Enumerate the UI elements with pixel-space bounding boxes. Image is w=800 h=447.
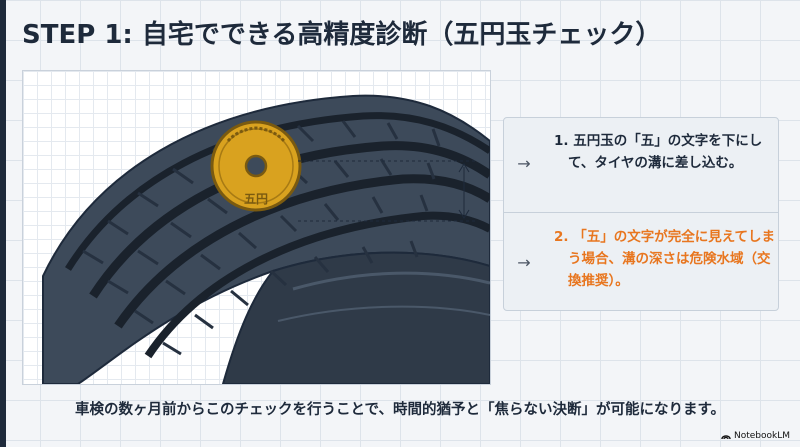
five-yen-coin: 五円 (210, 120, 302, 212)
arrow-icon: → (517, 154, 531, 173)
tire-groove-3 (114, 174, 490, 329)
left-edge-bar (0, 0, 6, 447)
brand-label: NotebookLM (733, 431, 790, 441)
steps-divider (504, 212, 778, 213)
slide-title: STEP 1: 自宅でできる高精度診断（五円玉チェック） (22, 20, 662, 50)
step-2: → 2. 「五」の文字が完全に見えてしまう場合、溝の深さは危険水域（交換推奨）。 (504, 213, 778, 310)
step-1-text: 1. 五円玉の「五」の文字を下にして、タイヤの溝に差し込む。 (554, 133, 763, 171)
step-2-text: 2. 「五」の文字が完全に見えてしまう場合、溝の深さは危険水域（交換推奨）。 (554, 229, 776, 289)
footer-note: 車検の数ヶ月前からこのチェックを行うことで、時間的猶予と「焦らない決断」が可能に… (74, 402, 726, 418)
depth-measure (298, 160, 478, 222)
brand-watermark: NotebookLM (721, 431, 790, 441)
notebooklm-logo-icon (721, 434, 731, 439)
tire-groove-1 (65, 112, 490, 271)
step-1: → 1. 五円玉の「五」の文字を下にして、タイヤの溝に差し込む。 (504, 118, 778, 212)
tire-illustration: 五円 (22, 70, 491, 385)
tire-svg: 五円 (42, 94, 490, 384)
tire-groove-2 (89, 141, 490, 299)
tire-body (42, 94, 490, 384)
arrow-icon: → (517, 253, 531, 272)
tire-sidewall (221, 251, 490, 384)
tire-groove-4 (144, 211, 490, 359)
steps-panel: → 1. 五円玉の「五」の文字を下にして、タイヤの溝に差し込む。 → 2. 「五… (503, 117, 779, 311)
coin-mark: 五円 (244, 192, 268, 206)
